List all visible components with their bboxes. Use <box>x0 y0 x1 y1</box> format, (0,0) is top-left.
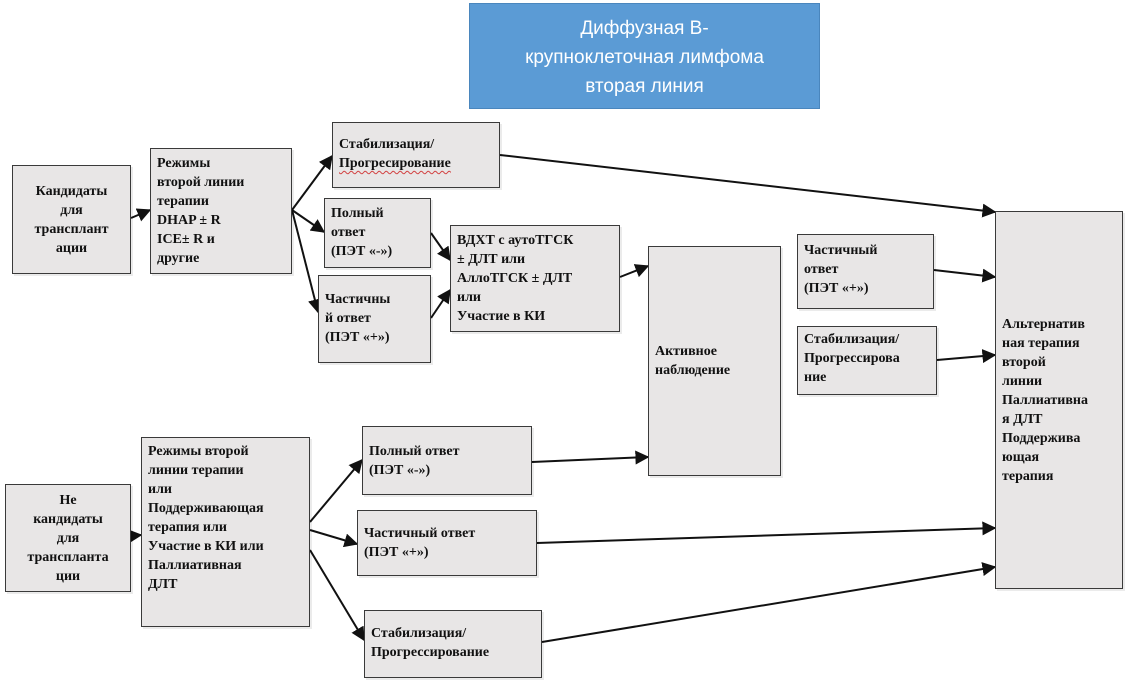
node-text: ние <box>804 370 827 385</box>
arrow-stab-top-to-alternative <box>499 154 997 218</box>
node-text: (ПЭТ «-») <box>369 463 431 478</box>
node-text: ции <box>55 568 81 584</box>
node-text: Активное <box>655 344 717 359</box>
node-text: трансплант <box>34 221 109 237</box>
node-full-bottom: Полный ответ (ПЭТ «-») <box>362 426 532 495</box>
node-text: Альтернатив <box>1002 316 1085 332</box>
node-partial-mid: Частичный ответ (ПЭТ «+») <box>797 234 934 309</box>
node-text: наблюдение <box>655 363 731 378</box>
node-text: Стабилизация/ <box>804 332 900 347</box>
node-text: линии <box>1002 373 1043 389</box>
node-regimens-top: Режимы второй линии терапии DHAP ± R ICE… <box>150 148 292 274</box>
arrow-full-top-to-hdct <box>430 232 451 262</box>
node-text: Паллиативна <box>1002 392 1088 408</box>
node-text: для <box>60 202 83 218</box>
node-text: ответ <box>804 262 839 277</box>
node-text: DHAP ± R <box>157 213 221 228</box>
node-text: транспланта <box>27 549 109 565</box>
node-text: Стабилизация/ <box>371 626 467 641</box>
diagram-title: Диффузная В- крупноклеточная лимфома вто… <box>469 3 820 109</box>
node-text: ации <box>55 240 88 256</box>
node-text: терапия или <box>148 520 227 535</box>
arrow-regimens-bottom-to-stab-bottom <box>309 549 365 642</box>
arrow-partial-bottom-to-alternative <box>536 521 997 544</box>
node-regimens-bottom: Режимы второй линии терапии или Поддержи… <box>141 437 310 627</box>
arrow-partial-top-to-hdct <box>430 288 451 319</box>
node-text: й ответ <box>325 311 371 326</box>
arrow-regimens-to-full-top <box>291 209 326 233</box>
node-text: второй <box>1002 354 1046 370</box>
node-non-candidates: Не кандидаты для транспланта ции <box>5 484 131 592</box>
node-text: для <box>56 530 80 546</box>
node-full-top: Полный ответ (ПЭТ «-») <box>324 198 431 268</box>
node-text: Частичный <box>804 243 878 258</box>
arrow-partial-mid-to-alternative <box>933 268 997 283</box>
node-text: ICE± R и <box>157 232 215 247</box>
node-text: (ПЭТ «-») <box>331 244 393 259</box>
arrow-regimens-bottom-to-partial-bottom <box>309 529 359 548</box>
node-text: кандидаты <box>33 511 103 527</box>
node-text: Кандидаты <box>35 183 108 199</box>
node-text: Поддерживающая <box>148 501 264 516</box>
node-text: ± ДЛТ или <box>457 252 526 267</box>
node-text: терапии <box>157 194 209 209</box>
node-text: (ПЭТ «+») <box>804 281 869 296</box>
arrow-regimens-to-stab-top <box>291 154 333 211</box>
node-stab-mid: Стабилизация/ Прогрессирова ние <box>797 326 937 395</box>
arrow-full-bottom-to-observation <box>531 450 650 465</box>
node-text: другие <box>157 251 200 266</box>
node-text: Режимы второй <box>148 444 249 459</box>
node-text: АллоТГСК ± ДЛТ <box>457 271 573 286</box>
title-line-2: крупноклеточная лимфома <box>525 47 764 68</box>
node-text: Участие в КИ или <box>148 539 264 554</box>
arrow-regimens-bottom-to-full-bottom <box>309 458 363 523</box>
node-text: Прогрессирование <box>371 645 490 660</box>
arrow-hdct-to-observation <box>619 264 650 278</box>
node-stab-top: Стабилизация/ Прогресирование <box>332 122 500 188</box>
arrow-candidates-to-regimens <box>130 208 152 222</box>
node-text: Частичны <box>325 292 391 307</box>
node-text: или <box>148 482 172 497</box>
node-text: ная терапия <box>1002 335 1080 351</box>
node-text: ющая <box>1002 449 1040 465</box>
node-text: ДЛТ <box>148 577 178 592</box>
node-text: Поддержива <box>1002 430 1081 446</box>
node-text: Частичный ответ <box>364 526 476 541</box>
node-candidates: Кандидаты для трансплант ации <box>12 165 131 274</box>
title-line-1: Диффузная В- <box>580 18 709 39</box>
node-text: ответ <box>331 225 366 240</box>
node-text: ВДХТ с аутоТГСК <box>457 233 574 248</box>
node-partial-top: Частичны й ответ (ПЭТ «+») <box>318 275 431 363</box>
node-text: Прогрессирова <box>804 351 900 366</box>
arrow-stab-bottom-to-alternative <box>541 562 997 643</box>
node-text: (ПЭТ «+») <box>325 330 390 345</box>
node-alternative: Альтернатив ная терапия второй линии Пал… <box>995 211 1123 589</box>
node-text: терапия <box>1002 468 1054 484</box>
node-stab-bottom: Стабилизация/ Прогрессирование <box>364 610 542 678</box>
node-hdct: ВДХТ с аутоТГСК ± ДЛТ или АллоТГСК ± ДЛТ… <box>450 225 620 332</box>
title-line-3: вторая линия <box>585 76 704 97</box>
node-text: Стабилизация/ <box>339 137 435 152</box>
node-text: линии терапии <box>148 463 244 478</box>
node-partial-bottom: Частичный ответ (ПЭТ «+») <box>357 510 537 576</box>
node-text: Паллиативная <box>148 558 242 573</box>
arrow-non-candidates-to-regimens <box>127 529 143 544</box>
node-text: Прогресирование <box>339 156 451 171</box>
node-text: Полный ответ <box>369 444 460 459</box>
node-text: я ДЛТ <box>1002 411 1043 427</box>
node-observation: Активное наблюдение <box>648 246 781 476</box>
node-text: Полный <box>331 206 384 221</box>
arrow-regimens-to-partial-top <box>291 209 322 314</box>
node-text: (ПЭТ «+») <box>364 545 429 560</box>
node-text: или <box>457 290 481 305</box>
node-text: Участие в КИ <box>457 309 546 324</box>
node-text: второй линии <box>157 175 245 190</box>
node-text: Не <box>59 492 77 508</box>
node-text: Режимы <box>157 156 211 171</box>
arrow-stab-mid-to-alternative <box>936 349 997 364</box>
